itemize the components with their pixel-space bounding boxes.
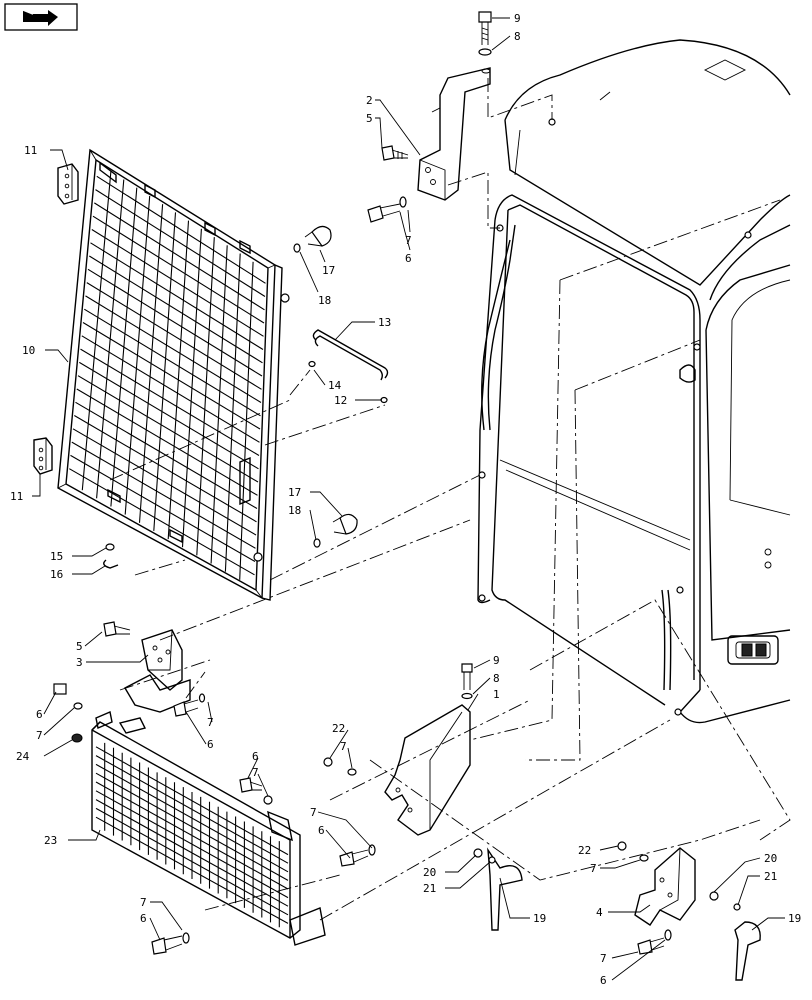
callout-12: 12: [334, 394, 347, 407]
bracket-part-3: [124, 629, 191, 713]
hinge-part-11-top: [57, 163, 79, 205]
callout-14: 14: [328, 379, 342, 392]
callout-15: 15: [50, 550, 63, 563]
bracket-part-1: [384, 704, 471, 836]
callout-7-lower-middle: 7: [310, 806, 317, 819]
assembly-lines: [109, 78, 791, 921]
callout-2: 2: [366, 94, 373, 107]
bolt-part-6-middle: [173, 693, 206, 717]
callout-7-left: 7: [36, 729, 43, 742]
callout-7-upper-middle: 7: [340, 740, 347, 753]
callout-17-top: 17: [322, 264, 335, 277]
callout-6-lower-middle: 6: [318, 824, 325, 837]
callout-21-middle: 21: [423, 882, 436, 895]
callout-5-middle: 5: [76, 640, 83, 653]
callout-9-middle: 9: [493, 654, 500, 667]
callout-6-lower-left: 6: [140, 912, 147, 925]
callout-8-top: 8: [514, 30, 521, 43]
callout-9-top: 9: [514, 12, 521, 25]
callout-11-top: 11: [24, 144, 37, 157]
callout-23: 23: [44, 834, 57, 847]
callout-7-lower-left: 7: [140, 896, 147, 909]
latch-part-19-right: [709, 891, 761, 981]
callout-7-middle: 7: [207, 716, 214, 729]
bolt-part-6-lower-middle: [339, 844, 376, 867]
hardware-part-23-area: [239, 777, 273, 805]
screen-part-23: [91, 711, 326, 946]
callout-10: 10: [22, 344, 35, 357]
callout-7-top: 7: [405, 234, 412, 247]
bolt-part-9-top: [478, 11, 492, 74]
bracket-part-4: [617, 841, 696, 926]
bumper-part-17-bottom: [313, 513, 358, 548]
leader-lines: [32, 17, 785, 981]
screen-part-10-details: [99, 161, 290, 562]
callout-3: 3: [76, 656, 83, 669]
callout-11-bottom: 11: [10, 490, 23, 503]
bolt-part-5-middle: [103, 621, 131, 637]
callout-18-top: 18: [318, 294, 331, 307]
callout-7-right: 7: [590, 862, 597, 875]
cab-frame: [477, 39, 791, 724]
callout-6-left: 6: [36, 708, 43, 721]
callout-13: 13: [378, 316, 391, 329]
callout-19-middle: 19: [533, 912, 546, 925]
callout-4: 4: [596, 906, 603, 919]
callout-22-middle: 22: [332, 722, 345, 735]
callout-18-bottom: 18: [288, 504, 301, 517]
hardware-left-24: [53, 683, 83, 743]
callout-17-bottom: 17: [288, 486, 301, 499]
callout-21-right: 21: [764, 870, 777, 883]
latch-part-15-16: [103, 543, 119, 569]
bolt-part-5-top: [381, 145, 409, 161]
callout-24: 24: [16, 750, 30, 763]
callout-20-right: 20: [764, 852, 777, 865]
callout-7-screen-23: 7: [252, 766, 259, 779]
callout-6-screen-23: 6: [252, 750, 259, 763]
hardware-middle-22: [323, 757, 357, 776]
bolt-part-6-lower-right: [637, 929, 672, 955]
callout-16: 16: [50, 568, 63, 581]
callout-7-lower-right: 6: [600, 974, 607, 987]
callout-6-middle: 6: [207, 738, 214, 751]
bolt-part-6-lower-left: [151, 932, 190, 955]
callout-22-right: 22: [578, 844, 591, 857]
screen-mesh-part-23: [95, 742, 289, 928]
bumper-part-17-top: [293, 225, 332, 253]
callout-6-lower-right: 7: [600, 952, 607, 965]
rod-part-13: [308, 329, 389, 404]
callout-5-top: 5: [366, 112, 373, 125]
hinge-part-11-bottom: [33, 437, 53, 475]
callout-6-top: 6: [405, 252, 412, 265]
bolt-part-6-top: [367, 196, 407, 223]
callout-19-right: 19: [788, 912, 801, 925]
callout-20-middle: 20: [423, 866, 436, 879]
screen-mesh-part-10: [69, 171, 266, 580]
bolt-part-9-middle: [461, 663, 473, 700]
callout-8-middle: 8: [493, 672, 500, 685]
bracket-part-2: [417, 67, 491, 201]
callout-1: 1: [493, 688, 500, 701]
return-arrow-icon[interactable]: [4, 3, 78, 31]
callout-labels: 9 8 2 5 7 6 11 17 18 13 10 14 12 11 17 1…: [10, 12, 801, 987]
